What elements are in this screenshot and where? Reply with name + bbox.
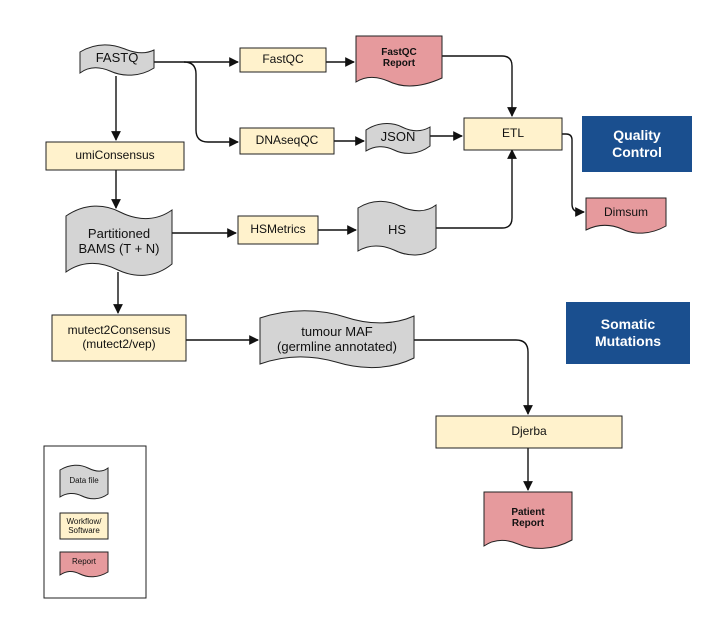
node-mutect2consensus-shape [51, 314, 187, 362]
node-fastq-shape [79, 44, 155, 76]
node-djerba-shape [435, 415, 623, 449]
node-umiconsensus-shape [45, 141, 185, 171]
edge-fastq-to-dnaseqqc [183, 61, 239, 147]
banner-quality-control: Quality Control [582, 116, 692, 172]
legend-workflow-icon [59, 512, 109, 540]
node-dimsum-shape [585, 197, 667, 234]
node-json-shape [365, 123, 431, 154]
node-fastqc-shape [239, 47, 327, 73]
node-hs-shape [357, 200, 437, 256]
edge-etl-to-dimsum [562, 133, 585, 217]
node-patient-report-shape [483, 491, 573, 549]
edge-fastqc-report-to-etl [442, 55, 517, 117]
node-dnaseqqc-shape [239, 127, 335, 155]
node-partitioned-bams-shape [65, 205, 173, 276]
legend-report-icon [59, 551, 109, 578]
node-etl-shape [463, 117, 563, 151]
node-fastqc-report-shape [355, 35, 443, 87]
edge-tumour-maf-to-djerba [414, 339, 533, 415]
banner-somatic-mutations: Somatic Mutations [566, 302, 690, 364]
legend-data-file-icon [59, 464, 109, 500]
edge-hs-to-etl [436, 149, 517, 229]
node-tumour-maf-shape [259, 310, 415, 369]
node-hsmetrics-shape [237, 215, 319, 245]
